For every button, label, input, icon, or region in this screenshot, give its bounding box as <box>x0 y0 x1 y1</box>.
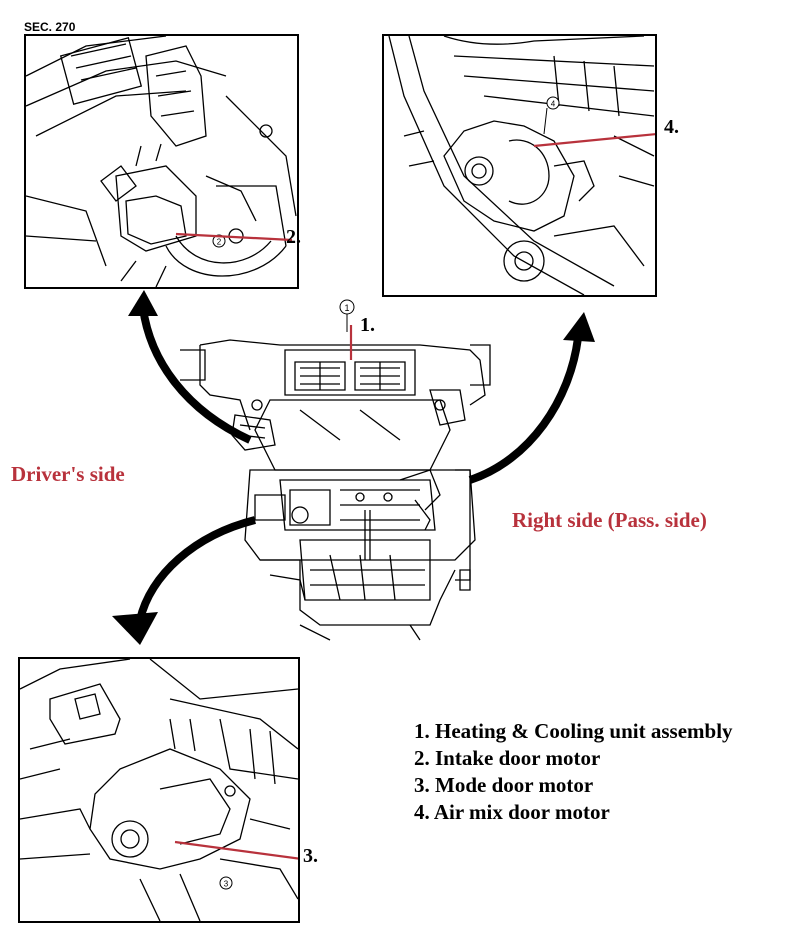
callout-2-leader <box>175 232 293 242</box>
callout-4-leader <box>533 133 655 148</box>
air-mix-door-motor-panel: 4 <box>382 34 657 297</box>
mode-door-motor-panel: 3 <box>18 657 300 923</box>
legend-item: 2. Intake door motor <box>414 746 601 770</box>
legend-item: 4. Air mix door motor <box>414 800 610 824</box>
callout-3-bubble: 3 <box>224 880 229 889</box>
arrow-to-intake-panel <box>128 290 252 444</box>
legend-item: 3. Mode door motor <box>414 773 594 797</box>
intake-door-motor-drawing: 2 <box>26 36 297 287</box>
callout-1-label: 1. <box>360 314 375 336</box>
legend-item: 1. Heating & Cooling unit assembly <box>414 719 733 743</box>
section-code: SEC. 270 <box>24 20 76 34</box>
mode-door-motor-drawing: 3 <box>20 659 298 921</box>
legend-list: 1. Heating & Cooling unit assembly 2. In… <box>414 718 733 826</box>
drivers-side-label: Driver's side <box>11 462 125 486</box>
arrow-to-mode-panel <box>112 516 256 645</box>
intake-door-motor-panel: 2 <box>24 34 299 289</box>
callout-2-label: 2. <box>286 226 301 248</box>
passenger-side-label: Right side (Pass. side) <box>512 508 707 532</box>
callout-4-label: 4. <box>664 116 679 138</box>
arrow-to-air-mix-panel <box>468 312 595 484</box>
callout-3-leader <box>174 840 298 860</box>
callout-3-label: 3. <box>303 845 318 867</box>
air-mix-door-motor-drawing: 4 <box>388 36 655 295</box>
callout-4-bubble: 4 <box>551 100 556 109</box>
callout-1-bubble: 1 <box>344 303 349 313</box>
callout-2-bubble: 2 <box>217 238 222 247</box>
